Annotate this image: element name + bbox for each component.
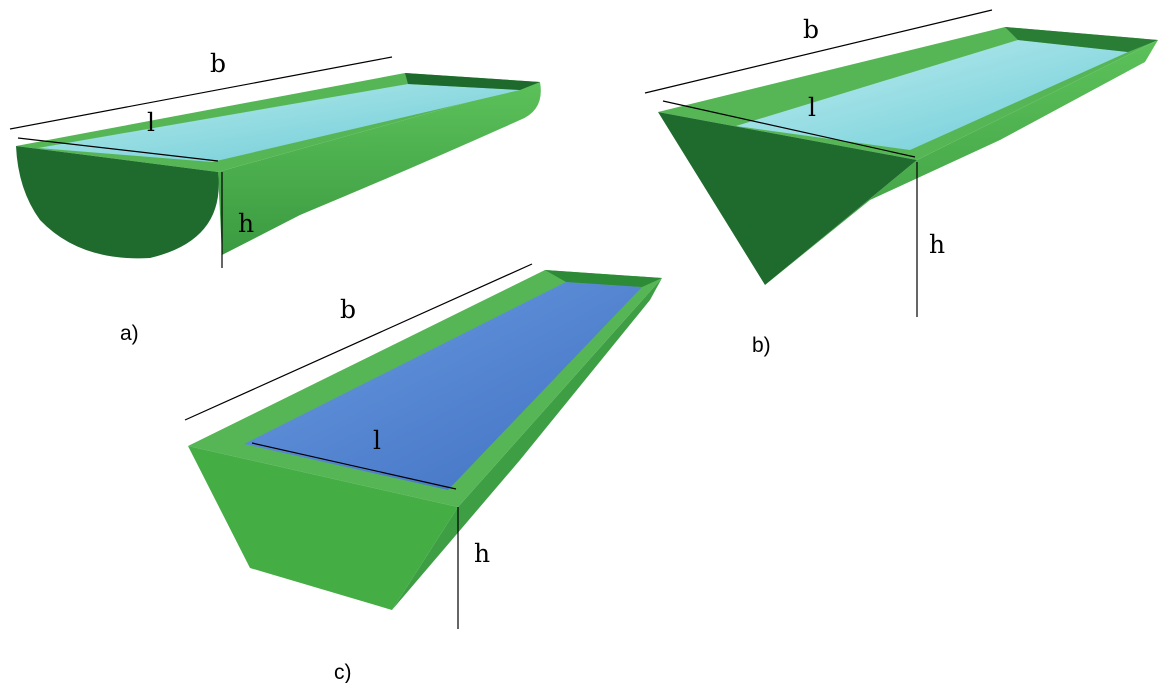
label-b-c: b <box>340 295 356 324</box>
dim-l-line-c <box>251 442 457 490</box>
caption-c: c) <box>334 661 352 683</box>
label-b-a: b <box>210 49 226 78</box>
label-l-b: l <box>808 93 816 122</box>
trough-a-end-cap <box>16 146 219 259</box>
dim-b-line-b <box>644 9 993 94</box>
trough-b-side <box>765 40 1158 285</box>
label-h-b: h <box>929 230 945 259</box>
label-l-a: l <box>147 108 155 137</box>
label-h-a: h <box>238 209 254 238</box>
trough-b-inner-wall <box>1005 27 1158 52</box>
label-b-b: b <box>803 15 819 44</box>
trough-c-side <box>392 278 662 610</box>
caption-b: b) <box>752 334 771 357</box>
trough-a-water <box>38 84 520 162</box>
dim-l-line-a <box>17 137 219 162</box>
dim-b-line-a <box>9 56 393 130</box>
trough-c-water <box>244 282 642 490</box>
trough-c-inner-wall <box>545 270 662 287</box>
trough-b <box>658 27 1158 285</box>
caption-a: a) <box>120 322 139 345</box>
dim-l-line-b <box>662 100 916 158</box>
trough-a-inner-wall <box>405 73 540 90</box>
label-h-c: h <box>474 539 490 568</box>
dim-b-line-c <box>184 263 533 421</box>
trough-b-end-cap <box>658 112 917 285</box>
trough-a-side <box>218 82 541 255</box>
trough-a <box>16 73 541 259</box>
trough-b-water <box>736 40 1128 150</box>
trough-c <box>188 270 662 610</box>
label-l-c: l <box>373 426 381 455</box>
trough-c-end-cap <box>188 446 458 610</box>
